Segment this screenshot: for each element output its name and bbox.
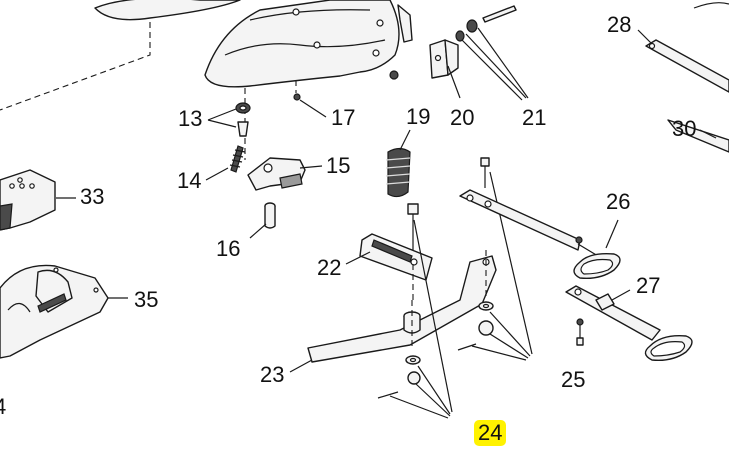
part-23-lever-arm <box>289 250 497 373</box>
callout-13: 13 <box>178 106 203 131</box>
part-24-fasteners <box>377 219 453 419</box>
callout-28: 28 <box>607 12 632 37</box>
callout-17: 17 <box>331 105 356 130</box>
part-26-handle-rod <box>459 189 621 280</box>
callout-15: 15 <box>326 153 351 178</box>
part-30-rod <box>667 119 729 153</box>
callout-24: 24 <box>474 420 507 446</box>
callout-4: 4 <box>0 394 7 419</box>
callout-14: 14 <box>177 168 202 193</box>
callout-19: 19 <box>406 104 431 129</box>
part-16-pin <box>249 202 276 239</box>
part-15-block <box>247 157 323 191</box>
callout-23: 23 <box>260 362 285 387</box>
part-13-washer-bolt <box>207 102 251 137</box>
part-27-handle-rod <box>565 285 693 362</box>
part-28-rod <box>637 2 729 93</box>
part-25-fasteners <box>457 157 533 361</box>
part-22-slotted-plate <box>345 203 433 300</box>
part-14-spring <box>205 145 246 181</box>
part-35-cover <box>0 264 128 359</box>
part-20-bracket <box>389 39 461 99</box>
callout-16: 16 <box>216 236 241 261</box>
upper-shell-assembly <box>0 0 413 160</box>
callout-33: 33 <box>80 184 105 209</box>
callout-20: 20 <box>450 105 475 130</box>
callout-30: 30 <box>672 116 697 141</box>
callout-25: 25 <box>561 367 586 392</box>
callout-21: 21 <box>522 105 547 130</box>
callout-27: 27 <box>636 273 661 298</box>
callout-22: 22 <box>317 255 342 280</box>
part-33-grip <box>0 169 76 231</box>
callout-35: 35 <box>134 287 159 312</box>
part-19-rubber-boot <box>385 129 411 198</box>
part-21-bolt-set <box>455 5 529 101</box>
part-17-screw <box>293 93 327 118</box>
callout-26: 26 <box>606 189 631 214</box>
